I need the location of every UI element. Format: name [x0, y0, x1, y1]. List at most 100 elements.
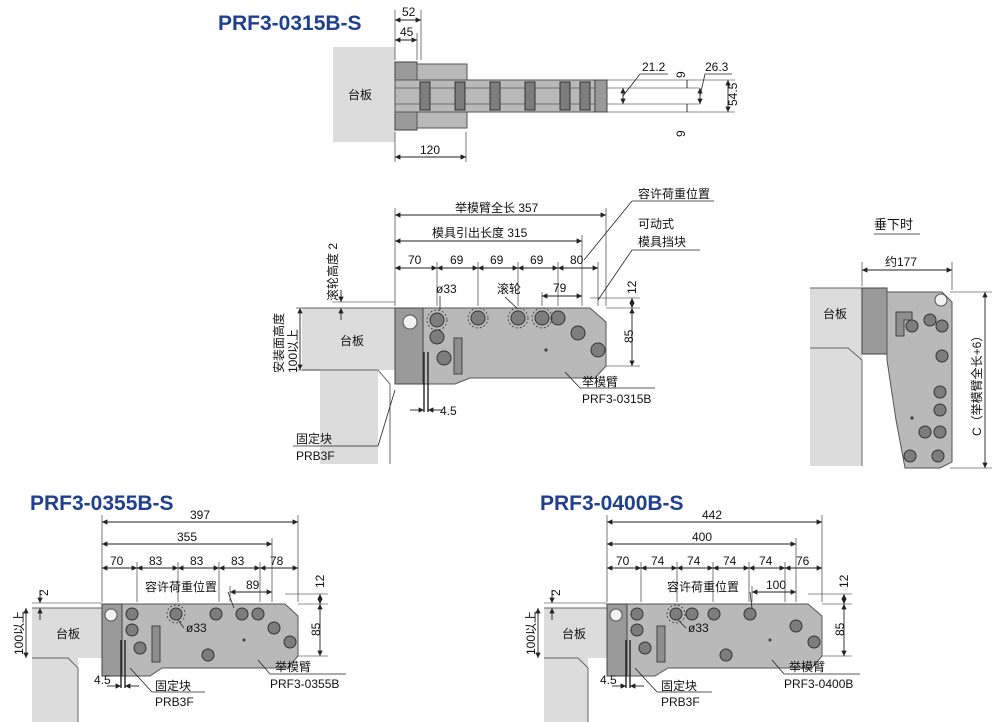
side0315-plate-label: 台板 [340, 333, 364, 348]
top-dim-9a: 9 [674, 71, 688, 78]
side0355-d83a: 83 [149, 554, 163, 568]
top-plate [333, 47, 395, 142]
side0400-d74a: 74 [651, 554, 665, 568]
side0355-d397: 397 [190, 508, 210, 522]
side0315-d80: 80 [570, 253, 584, 267]
side0400-arm [606, 603, 823, 688]
side0355-d85: 85 [309, 622, 323, 636]
hanging-plate-lower [810, 348, 862, 466]
hanging-view: 垂下时 台板 约177 C（ [810, 217, 992, 469]
side0315-d70: 70 [408, 253, 422, 267]
side0400-min100: 100以上 [524, 611, 538, 655]
side0355-d4-5: 4.5 [94, 673, 111, 687]
side0400-d400: 400 [692, 530, 712, 544]
side0315-extend: 模具引出长度 315 [432, 225, 528, 240]
top-dim-45: 45 [400, 25, 414, 39]
side0355-block-model: PRB3F [155, 695, 194, 709]
top-dim-21-2: 21.2 [642, 60, 666, 74]
top-view-title: PRF3-0315B-S [218, 12, 362, 35]
side0315-total: 举模臂全长 357 [455, 200, 539, 215]
top-dim-120: 120 [420, 143, 440, 157]
side0315-phi33: ø33 [436, 282, 457, 296]
top-view: PRF3-0315B-S 台板 52 45 [218, 5, 740, 162]
side0315-d85: 85 [622, 329, 636, 343]
side0400-d74d: 74 [759, 554, 773, 568]
side0315-plate-lower [320, 370, 378, 464]
top-dim-52: 52 [402, 5, 416, 19]
side0400-arm-label: 举模臂 [789, 660, 825, 674]
side0355-arm-model: PRF3-0355B [270, 677, 339, 691]
side0400-d76: 76 [796, 554, 810, 568]
side0400-d4-5: 4.5 [600, 673, 617, 687]
side0400-d70: 70 [616, 554, 630, 568]
side0315-d4-5: 4.5 [440, 404, 457, 418]
side0315-min100: 100以上 [286, 329, 300, 373]
side0355-d355: 355 [177, 530, 197, 544]
side-view-0400: PRF3-0400B-S 台板 44 [524, 492, 860, 722]
hanging-title: 垂下时 [874, 217, 913, 232]
side0315-plate [302, 308, 395, 370]
side0315-d79: 79 [553, 281, 567, 295]
side0355-title: PRF3-0355B-S [30, 492, 174, 515]
hanging-arm [861, 287, 953, 469]
side0355-load-pos: 容许荷重位置 [145, 579, 217, 594]
side0355-d12: 12 [313, 574, 327, 588]
side0355-d78: 78 [270, 554, 284, 568]
side0400-d74b: 74 [687, 554, 701, 568]
side-view-0315: 台板 举模臂全长 357 [271, 186, 714, 464]
side0315-install-height: 安装面高度 [271, 313, 286, 373]
side0400-d442: 442 [702, 508, 722, 522]
side0315-d69a: 69 [450, 253, 464, 267]
side0400-d2: 2 [549, 589, 563, 596]
side0315-roller: 滚轮 [497, 281, 521, 296]
side0355-arm [101, 603, 299, 688]
side0355-d83b: 83 [190, 554, 204, 568]
side0355-block-label: 固定块 [155, 678, 191, 693]
side0355-plate [32, 608, 102, 658]
top-plate-label: 台板 [348, 87, 372, 102]
side0400-d12: 12 [837, 574, 851, 588]
side0355-d89: 89 [246, 578, 260, 592]
side0355-d2: 2 [37, 589, 51, 596]
side0355-plate-lower [32, 658, 78, 722]
hanging-plate-label: 台板 [823, 306, 847, 321]
side0315-block-model: PRB3F [296, 449, 335, 463]
hanging-c-label: C（举模臂全长+6） [969, 330, 984, 436]
side0355-plate-label: 台板 [56, 626, 80, 641]
side-view-0355: PRF3-0355B-S 台板 39 [12, 492, 346, 722]
top-dim-54-5: 54.5 [726, 82, 740, 106]
side0400-arm-model: PRF3-0400B [784, 677, 853, 691]
side0315-block-label: 固定块 [296, 431, 332, 446]
side0400-phi33: ø33 [688, 621, 709, 635]
side0355-d70: 70 [110, 554, 124, 568]
side0315-d69c: 69 [530, 253, 544, 267]
hanging-approx: 约177 [885, 254, 917, 269]
side0400-plate-lower [544, 658, 588, 722]
side0400-d74c: 74 [723, 554, 737, 568]
side0400-load-pos: 容许荷重位置 [667, 579, 739, 594]
side0355-arm-label: 举模臂 [275, 660, 311, 674]
side0355-d83c: 83 [231, 554, 245, 568]
side0315-d69b: 69 [490, 253, 504, 267]
side0400-block-label: 固定块 [661, 678, 697, 693]
top-dim-9b: 9 [674, 130, 688, 137]
side0355-min100: 100以上 [12, 611, 26, 655]
side0400-title: PRF3-0400B-S [540, 492, 684, 515]
side0400-d100: 100 [766, 578, 786, 592]
side0315-arm-model: PRF3-0315B [582, 392, 651, 406]
side0315-d12: 12 [625, 280, 639, 294]
side0400-d85: 85 [833, 622, 847, 636]
side0315-arm [394, 307, 607, 412]
top-dim-26-3: 26.3 [705, 60, 729, 74]
top-arm [394, 61, 608, 131]
side0315-arm-label: 举模臂 [582, 375, 618, 389]
side0400-block-model: PRB3F [661, 695, 700, 709]
side0315-movable-1: 可动式 [638, 217, 674, 231]
side0400-plate-label: 台板 [562, 626, 586, 641]
side0315-roller-height: 滚轮高度 2 [325, 243, 340, 301]
side0355-phi33: ø33 [186, 621, 207, 635]
side0315-movable-2: 模具挡块 [638, 235, 686, 249]
side0400-plate [544, 608, 607, 658]
side0315-load-pos: 容许荷重位置 [638, 186, 710, 201]
